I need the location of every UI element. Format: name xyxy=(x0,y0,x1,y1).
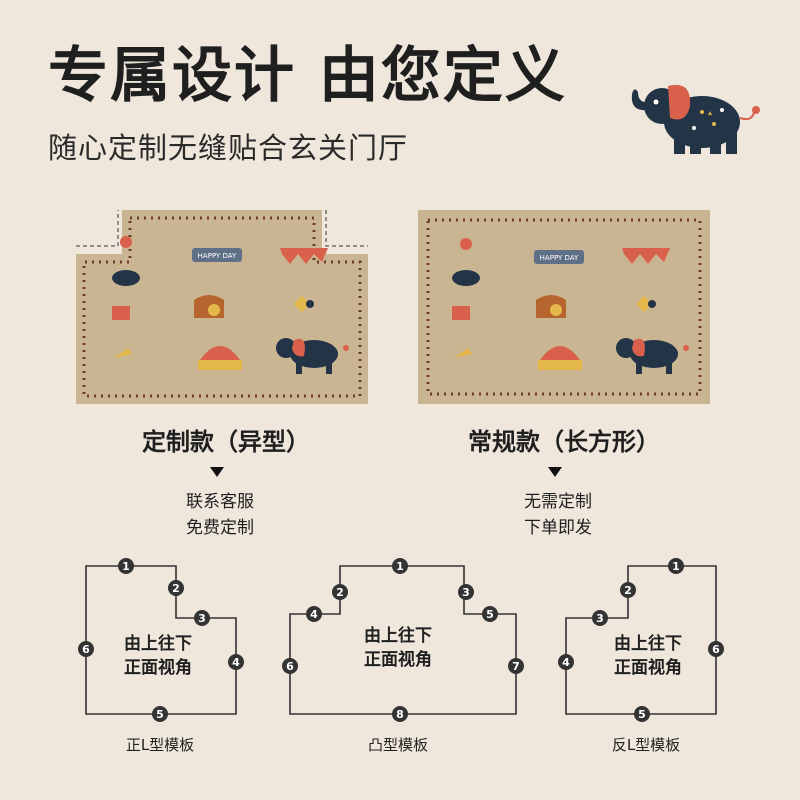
arrow-down-icon xyxy=(210,467,224,477)
svg-text:2: 2 xyxy=(336,586,344,599)
svg-text:6: 6 xyxy=(286,660,294,673)
l-shape-center-line2: 正面视角 xyxy=(124,658,192,678)
svg-text:2: 2 xyxy=(172,582,180,595)
svg-text:6: 6 xyxy=(82,643,90,656)
convex-center-line1: 由上往下 xyxy=(364,626,432,646)
custom-rug-label: 定制款（异型） xyxy=(142,428,310,456)
banner-text: HAPPY DAY xyxy=(198,252,237,260)
reverse-l-center-line2: 正面视角 xyxy=(614,658,682,678)
page-subtitle: 随心定制无缝贴合玄关门厅 xyxy=(48,131,409,165)
reverse-l-template-name: 反L型模板 xyxy=(611,736,681,754)
l-shape-center-line1: 由上往下 xyxy=(124,634,192,654)
svg-text:1: 1 xyxy=(672,560,680,573)
convex-template-diagram: 1 2 3 4 5 6 7 8 xyxy=(282,558,524,722)
svg-text:1: 1 xyxy=(122,560,130,573)
standard-rug-label: 常规款（长方形） xyxy=(468,428,660,456)
banner-text: HAPPY DAY xyxy=(540,254,579,262)
convex-template-name: 凸型模板 xyxy=(367,736,428,754)
reverse-l-center-line1: 由上往下 xyxy=(614,634,682,654)
svg-text:2: 2 xyxy=(624,584,632,597)
elephant-icon xyxy=(631,84,760,154)
svg-text:6: 6 xyxy=(712,643,720,656)
svg-text:8: 8 xyxy=(396,708,404,721)
custom-note-line1: 联系客服 xyxy=(186,492,254,512)
l-shape-template-diagram: 1 2 3 4 5 6 xyxy=(78,558,244,722)
l-shape-template-name: 正L型模板 xyxy=(125,736,195,754)
standard-note-line1: 无需定制 xyxy=(524,492,592,512)
svg-text:5: 5 xyxy=(486,608,494,621)
convex-center-line2: 正面视角 xyxy=(364,650,432,670)
svg-text:1: 1 xyxy=(396,560,404,573)
svg-text:5: 5 xyxy=(156,708,164,721)
svg-text:3: 3 xyxy=(596,612,604,625)
svg-text:5: 5 xyxy=(638,708,646,721)
svg-text:3: 3 xyxy=(198,612,206,625)
reverse-l-template-diagram: 1 2 3 4 5 6 xyxy=(558,558,724,722)
svg-text:4: 4 xyxy=(232,656,240,669)
svg-text:7: 7 xyxy=(512,660,520,673)
standard-rug-image: HAPPY DAY xyxy=(418,210,710,404)
svg-text:4: 4 xyxy=(562,656,570,669)
arrow-down-icon xyxy=(548,467,562,477)
page-title: 专属设计 由您定义 xyxy=(48,41,567,111)
custom-rug-image: HAPPY DAY xyxy=(76,210,368,404)
custom-note-line2: 免费定制 xyxy=(186,518,254,538)
standard-note-line2: 下单即发 xyxy=(524,518,592,538)
svg-text:3: 3 xyxy=(462,586,470,599)
svg-text:4: 4 xyxy=(310,608,318,621)
